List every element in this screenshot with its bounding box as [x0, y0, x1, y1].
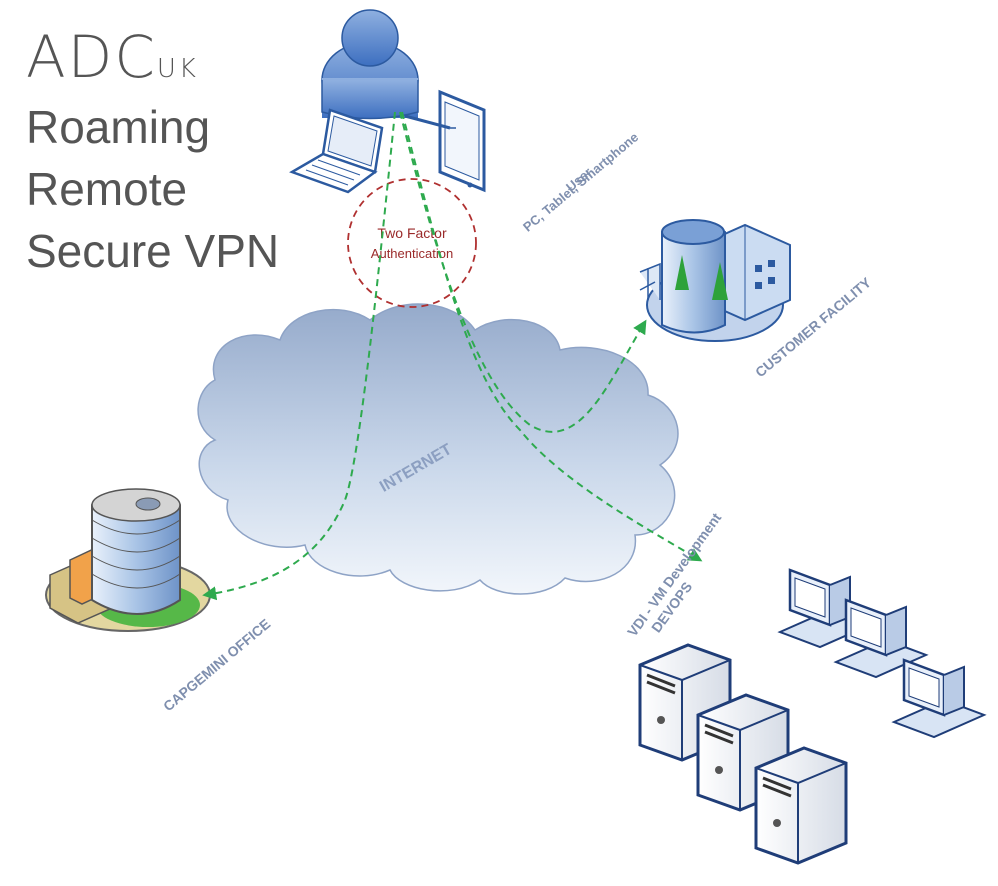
title-line-secure-vpn: Secure VPN: [26, 225, 280, 277]
laptop-icon: [289, 108, 384, 194]
title-line-remote: Remote: [26, 163, 188, 215]
workstation-icon-3: [891, 658, 987, 739]
connection-arrows: [202, 111, 703, 601]
two-factor-label-line1: Two Factor: [377, 225, 447, 241]
arrow-to-capgemini-office: [202, 111, 396, 601]
workstation-icon-2: [833, 598, 929, 679]
two-factor-authentication-node: Two Factor Authentication: [347, 178, 477, 308]
capgemini-office-building-icon: [45, 488, 211, 632]
logo-sub-text: UK: [156, 54, 199, 84]
arrow-to-vdi: [401, 111, 703, 562]
internet-cloud: [197, 303, 679, 595]
customer-facility-building-icon: [639, 219, 791, 342]
adc-uk-logo: ADCUK: [26, 28, 199, 86]
tablet-icon: [404, 89, 486, 193]
two-factor-label-line2: Authentication: [371, 246, 453, 261]
logo-main-text: ADC: [26, 23, 157, 91]
server-icon-3: [754, 746, 848, 865]
title-line-roaming: Roaming: [26, 101, 211, 153]
user-icon: [321, 9, 419, 120]
